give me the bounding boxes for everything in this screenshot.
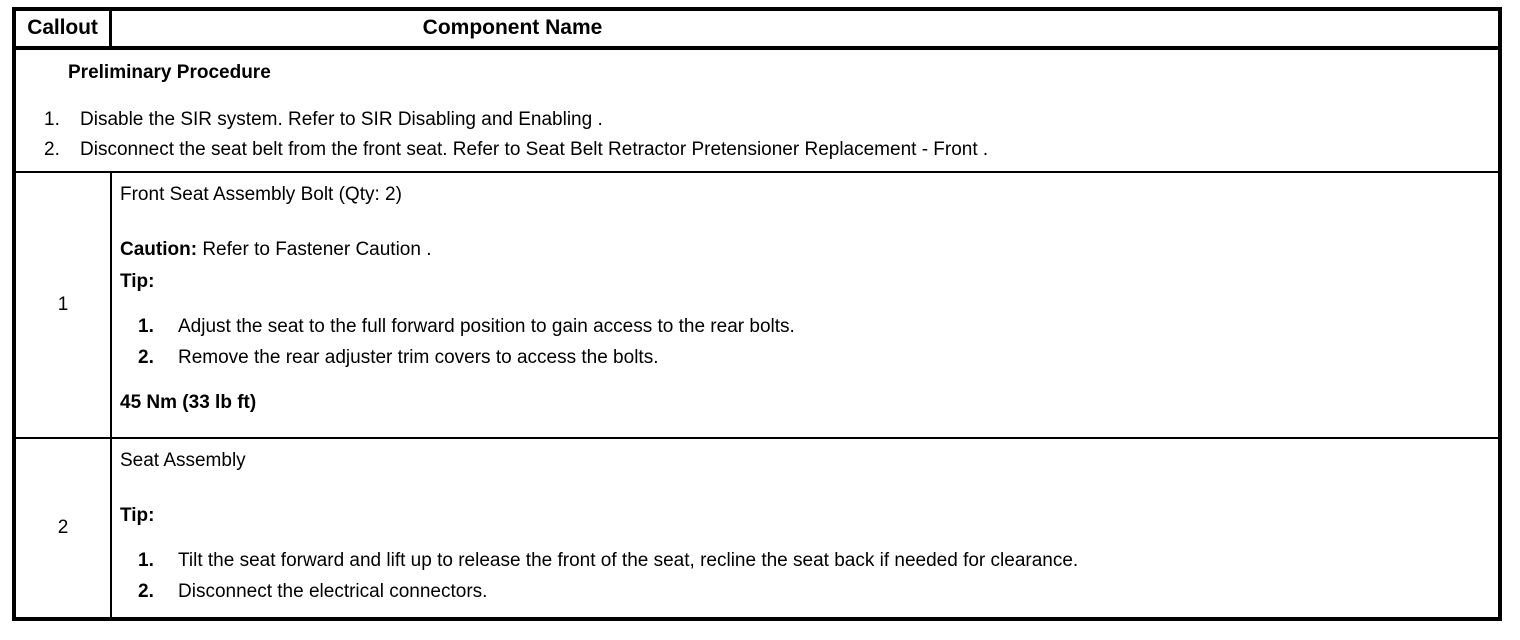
spacer bbox=[120, 291, 1484, 317]
tip-step-list: 1. Adjust the seat to the full forward p… bbox=[120, 317, 1484, 367]
preliminary-procedure-row: Preliminary Procedure 1. Disable the SIR… bbox=[16, 50, 1498, 173]
tip-step-item: 2. Remove the rear adjuster trim covers … bbox=[120, 348, 1484, 367]
tip-step-marker: 1. bbox=[138, 315, 154, 337]
component-name-text: Front Seat Assembly Bolt (Qty: 2) bbox=[120, 183, 402, 205]
tip-step-item: 2. Disconnect the electrical connectors. bbox=[120, 582, 1484, 601]
component-cell: Front Seat Assembly Bolt (Qty: 2) Cautio… bbox=[112, 173, 1498, 437]
tip-step-marker: 1. bbox=[138, 549, 154, 571]
header-label-component-name: Component Name bbox=[422, 16, 603, 39]
spacer bbox=[120, 259, 1484, 272]
caution-label: Caution: bbox=[120, 238, 198, 260]
table-row: 1 Front Seat Assembly Bolt (Qty: 2) Caut… bbox=[16, 172, 1498, 439]
tip-step-text: Remove the rear adjuster trim covers to … bbox=[178, 346, 659, 368]
tip-label: Tip: bbox=[120, 270, 155, 292]
spacer bbox=[120, 470, 1484, 506]
header-label-callout: Callout bbox=[27, 16, 98, 39]
callout-cell: 2 bbox=[16, 438, 112, 617]
preliminary-procedure-cell: Preliminary Procedure 1. Disable the SIR… bbox=[16, 50, 1498, 171]
spacer bbox=[120, 204, 1484, 240]
preliminary-step-item: 1. Disable the SIR system. Refer to SIR … bbox=[30, 110, 1484, 129]
preliminary-step-text: Disconnect the seat belt from the front … bbox=[80, 138, 989, 160]
preliminary-step-list: 1. Disable the SIR system. Refer to SIR … bbox=[30, 110, 1484, 159]
tip-step-item: 1. Adjust the seat to the full forward p… bbox=[120, 317, 1484, 336]
spacer bbox=[120, 525, 1484, 551]
callout-cell: 1 bbox=[16, 172, 112, 437]
procedure-table: Callout Component Name Preliminary Proce… bbox=[12, 7, 1502, 621]
preliminary-step-marker: 1. bbox=[44, 108, 60, 130]
tip-step-text: Tilt the seat forward and lift up to rel… bbox=[178, 549, 1079, 571]
tip-label: Tip: bbox=[120, 504, 155, 526]
tip-step-item: 1. Tilt the seat forward and lift up to … bbox=[120, 551, 1484, 570]
table-header-row: Callout Component Name bbox=[16, 11, 1498, 50]
component-name-text: Seat Assembly bbox=[120, 449, 246, 471]
header-cell-component: Component Name bbox=[112, 11, 1498, 46]
spacer bbox=[120, 367, 1484, 393]
caution-text: Refer to Fastener Caution . bbox=[197, 238, 432, 260]
tip-step-marker: 2. bbox=[138, 580, 154, 602]
tip-step-text: Adjust the seat to the full forward posi… bbox=[178, 315, 795, 337]
tip-step-list: 1. Tilt the seat forward and lift up to … bbox=[120, 551, 1484, 601]
preliminary-step-text: Disable the SIR system. Refer to SIR Dis… bbox=[80, 108, 603, 130]
tip-step-text: Disconnect the electrical connectors. bbox=[178, 580, 488, 602]
component-cell: Seat Assembly Tip: 1. Tilt the seat forw… bbox=[112, 439, 1498, 617]
tip-step-marker: 2. bbox=[138, 346, 154, 368]
callout-number: 1 bbox=[57, 294, 69, 316]
preliminary-step-item: 2. Disconnect the seat belt from the fro… bbox=[30, 140, 1484, 159]
callout-number: 2 bbox=[57, 517, 69, 539]
caution-line: Caution: Refer to Fastener Caution . bbox=[120, 240, 1484, 259]
preliminary-procedure-title: Preliminary Procedure bbox=[68, 62, 271, 83]
table-row: 2 Seat Assembly Tip: 1. Tilt the seat fo… bbox=[16, 438, 1498, 617]
header-cell-callout: Callout bbox=[16, 11, 112, 46]
preliminary-step-marker: 2. bbox=[44, 138, 60, 160]
torque-specification: 45 Nm (33 lb ft) bbox=[120, 391, 257, 413]
